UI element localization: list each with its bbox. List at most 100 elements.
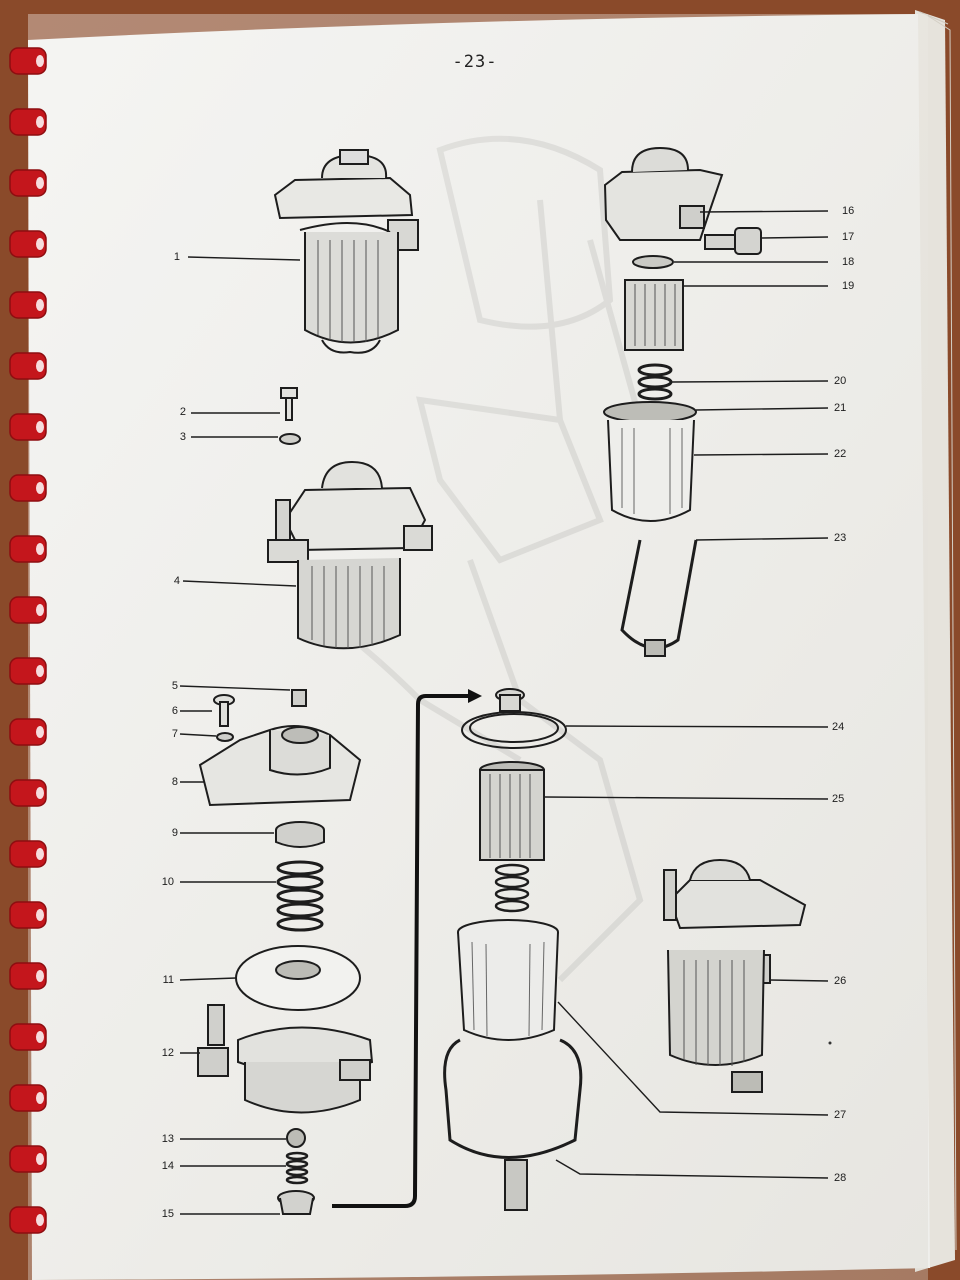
callout-9: 9 <box>171 827 178 839</box>
binding-loop <box>9 169 47 197</box>
part-17-union <box>704 227 762 255</box>
callout-14: 14 <box>161 1160 174 1172</box>
callout-3: 3 <box>179 431 186 443</box>
callout-6: 6 <box>171 705 178 717</box>
binding-hole <box>36 55 44 67</box>
callout-8: 8 <box>171 776 178 788</box>
callout-13: 13 <box>161 1133 174 1145</box>
binding-loop <box>9 291 47 319</box>
binding-hole <box>36 1214 44 1226</box>
callout-1: 1 <box>173 251 180 263</box>
part-3-washer <box>279 433 301 445</box>
binding-hole <box>36 360 44 372</box>
binding-loop <box>9 1084 47 1112</box>
binding-loop <box>9 779 47 807</box>
binding-hole <box>36 299 44 311</box>
callout-2: 2 <box>179 406 186 418</box>
callout-23: 23 <box>834 532 847 544</box>
part-6-screw <box>213 694 235 727</box>
callout-25: 25 <box>832 793 845 805</box>
binding-loop <box>9 535 47 563</box>
part-7-washer <box>216 732 234 742</box>
callout-11: 11 <box>162 974 174 986</box>
binding-hole <box>36 543 44 555</box>
callout-26: 26 <box>834 975 847 987</box>
part-19-filter-element <box>624 279 684 351</box>
binding-loop <box>9 1206 47 1234</box>
callout-17: 17 <box>842 231 855 243</box>
binding-hole <box>36 787 44 799</box>
part-28-bail-clamp <box>443 1038 583 1159</box>
part-12-pump-body <box>197 1004 374 1114</box>
callout-21: 21 <box>834 402 847 414</box>
binding-loop <box>9 47 47 75</box>
spiral-binding <box>9 47 47 1234</box>
binding-loop <box>9 962 47 990</box>
binding-hole <box>36 604 44 616</box>
callout-27: 27 <box>834 1109 847 1121</box>
part-28-thumb-screw <box>504 1159 528 1211</box>
callout-18: 18 <box>842 256 855 268</box>
binding-hole <box>36 238 44 250</box>
callout-22: 22 <box>834 448 847 460</box>
part-16-pump-head <box>603 146 724 241</box>
binding-hole <box>36 1031 44 1043</box>
binding-loop <box>9 108 47 136</box>
callout-20: 20 <box>834 375 847 387</box>
binding-hole <box>36 848 44 860</box>
part-23-thumb-nut <box>644 639 666 657</box>
part-25-filter-element <box>479 761 545 913</box>
assembly-arrow <box>332 689 482 1208</box>
binding-loop <box>9 901 47 929</box>
callout-10: 10 <box>161 876 174 888</box>
part-4-fuel-pump-with-bracket <box>267 460 433 650</box>
stray-dot <box>828 1041 832 1045</box>
callout-28: 28 <box>834 1172 847 1184</box>
part-24-nut <box>495 688 525 712</box>
binding-hole <box>36 970 44 982</box>
callout-5: 5 <box>171 680 178 692</box>
binding-hole <box>36 1092 44 1104</box>
part-22-glass-bowl <box>607 419 695 522</box>
binding-hole <box>36 421 44 433</box>
part-18-seal <box>632 255 674 269</box>
binding-loop <box>9 718 47 746</box>
leader-lines <box>179 210 829 1215</box>
callout-7: 7 <box>171 728 178 740</box>
callout-15: 15 <box>161 1208 174 1220</box>
binding-hole <box>36 482 44 494</box>
binding-hole <box>36 1153 44 1165</box>
part-11-diaphragm <box>235 945 361 1011</box>
binding-loop <box>9 230 47 258</box>
part-1-fuel-pump-assembly <box>273 149 419 354</box>
binding-loop <box>9 1023 47 1051</box>
binding-loop <box>9 596 47 624</box>
part-10-spring <box>276 860 324 932</box>
callout-16: 16 <box>842 205 855 217</box>
binding-loop <box>9 657 47 685</box>
part-20-spring <box>637 363 673 401</box>
binding-loop <box>9 840 47 868</box>
part-14-valve-spring <box>285 1151 309 1185</box>
binding-hole <box>36 726 44 738</box>
page-number: -23- <box>452 52 498 72</box>
part-21-gasket <box>603 401 697 423</box>
callout-19: 19 <box>842 280 855 292</box>
part-8-pump-cover <box>198 725 362 807</box>
part-26-fuel-pump-assembled <box>663 858 807 1093</box>
binding-loop <box>9 474 47 502</box>
binding-hole <box>36 116 44 128</box>
callout-4: 4 <box>173 575 180 587</box>
binding-loop <box>9 352 47 380</box>
binding-loop <box>9 413 47 441</box>
part-5-plug <box>291 689 307 707</box>
part-9-cap <box>275 821 325 848</box>
binding-loop <box>9 1145 47 1173</box>
callout-12: 12 <box>161 1047 174 1059</box>
part-27-glass-bowl <box>457 919 559 1041</box>
binding-hole <box>36 665 44 677</box>
binding-hole <box>36 177 44 189</box>
part-2-screw <box>280 387 298 421</box>
binding-hole <box>36 909 44 921</box>
